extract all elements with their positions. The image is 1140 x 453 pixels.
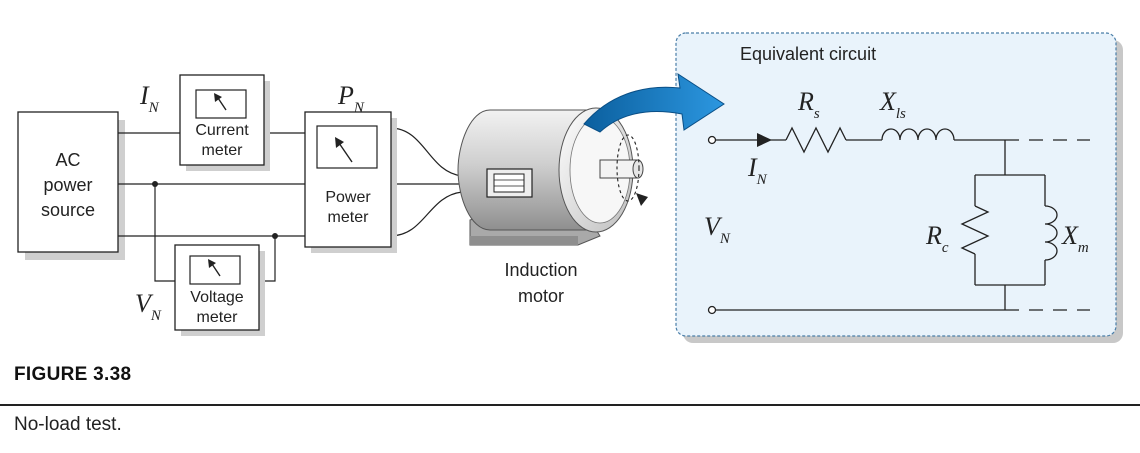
current-meter-label-1: Current <box>195 122 249 139</box>
no-load-test-diagram: AC power source Current meter <box>17 32 1123 343</box>
power-meter: Power meter <box>304 111 397 253</box>
source-label-2: power <box>43 175 92 195</box>
vn-label: VN <box>704 212 731 247</box>
circuit-wires <box>118 127 463 282</box>
power-meter-label-1: Power <box>325 189 371 206</box>
equivalent-circuit-panel: Equivalent circuit <box>675 32 1123 343</box>
source-label-1: AC <box>55 150 80 170</box>
ac-power-source: AC power source <box>17 111 125 260</box>
equivalent-circuit <box>707 126 1090 315</box>
motor-label-2: motor <box>518 286 564 306</box>
junction-dot <box>272 233 278 239</box>
rc-label: Rc <box>925 221 949 256</box>
power-meter-label-2: meter <box>328 209 370 226</box>
caption-divider <box>0 404 1140 406</box>
figure-number: FIGURE 3.38 <box>14 364 132 385</box>
induction-motor: Induction motor <box>457 107 648 306</box>
junction-dot <box>152 181 158 187</box>
voltage-meter: Voltage meter <box>174 244 265 336</box>
xm-label: Xm <box>1061 221 1089 256</box>
current-meter-label-2: meter <box>202 142 244 159</box>
voltage-symbol: VN <box>135 289 162 324</box>
motor-label-1: Induction <box>504 260 577 280</box>
equivalent-circuit-title: Equivalent circuit <box>740 44 876 64</box>
xls-label: Xls <box>879 87 906 122</box>
voltage-meter-label-1: Voltage <box>190 289 243 306</box>
current-symbol: IN <box>139 81 160 116</box>
in-label: IN <box>747 153 768 188</box>
figure-caption: No-load test. <box>14 414 122 435</box>
rs-label: Rs <box>797 87 820 122</box>
current-arrow <box>757 133 772 147</box>
voltage-meter-label-2: meter <box>197 309 239 326</box>
zoom-arrow <box>583 72 725 133</box>
power-symbol: PN <box>337 81 365 116</box>
current-meter: Current meter <box>179 74 270 171</box>
source-label-3: source <box>41 200 95 220</box>
